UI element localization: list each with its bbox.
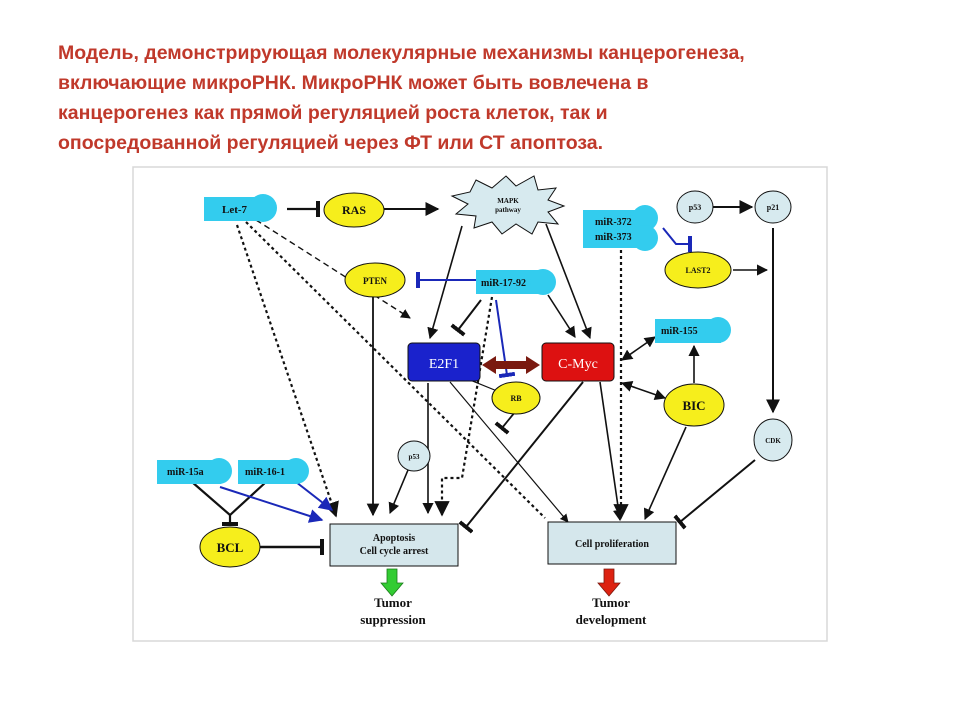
mir1792-label: miR-17-92 <box>481 278 526 289</box>
edge-mapk-e2f1 <box>427 225 463 340</box>
apoptosis-label-1: Apoptosis <box>373 533 415 544</box>
node-bcl: BCL <box>199 526 261 568</box>
cdk-label: CDK <box>765 437 781 445</box>
mir155-label: miR-155 <box>661 326 698 337</box>
p53-top-label: p53 <box>689 203 701 212</box>
node-cmyc: C-Myc <box>541 342 615 382</box>
edge-let7-ras-dashed <box>255 219 411 319</box>
node-mir372-373: miR-372 miR-373 <box>583 205 658 251</box>
dotted-edges <box>235 221 629 520</box>
p21-label: p21 <box>767 203 779 212</box>
node-last2: LAST2 <box>664 251 732 289</box>
edge-cmyc-bic <box>620 381 667 400</box>
last2-label: LAST2 <box>686 266 711 275</box>
mir373-label: miR-373 <box>595 232 632 243</box>
proliferation-label: Cell proliferation <box>575 539 649 550</box>
node-p21: p21 <box>754 190 792 224</box>
bic-label: BIC <box>682 398 705 413</box>
node-bic: BIC <box>663 383 725 427</box>
edge-e2f1-proliferation <box>449 381 569 523</box>
node-ras: RAS <box>323 192 385 228</box>
edge-let7-proliferation <box>245 221 546 519</box>
pten-label: PTEN <box>363 276 388 286</box>
edge-mir1792-cmyc <box>547 294 576 338</box>
title-line-3: канцерогенез как прямой регуляцией роста… <box>58 102 608 124</box>
title-line-2: включающие микроРНК. МикроРНК может быть… <box>58 72 649 94</box>
tumor-development-label-1: Tumor <box>592 595 630 610</box>
edges <box>191 200 780 555</box>
edge-mapk-cmyc <box>545 223 592 340</box>
node-cdk: CDK <box>753 418 793 462</box>
node-pten: PTEN <box>344 262 406 298</box>
mapk-label-2: pathway <box>495 206 521 214</box>
node-mir1792: miR-17-92 <box>476 269 556 295</box>
red-down-arrow <box>597 568 621 597</box>
cmyc-label: C-Myc <box>558 357 598 372</box>
edge-p53-apoptosis <box>388 469 409 515</box>
edge-rb-down <box>494 411 516 435</box>
edge-cmyc-mir155 <box>621 336 656 361</box>
edge-mir15a-apoptosis <box>219 486 324 523</box>
node-e2f1: E2F1 <box>407 342 481 382</box>
title-line-1: Модель, демонстрирующая молекулярные мех… <box>58 42 745 64</box>
node-mir155: miR-155 <box>655 317 731 343</box>
mir161-label: miR-16-1 <box>245 467 285 478</box>
edge-bic-proliferation <box>643 426 687 521</box>
mir372-label: miR-372 <box>595 217 632 228</box>
dashed-edges <box>255 219 411 319</box>
node-p53-mid: p53 <box>397 440 431 472</box>
title-line-4: опосредованной регуляцией через ФТ или С… <box>58 132 604 154</box>
green-down-arrow <box>380 568 404 597</box>
node-mir15a: miR-15a <box>157 458 232 484</box>
edge-mir1792-apoptosis <box>434 296 494 517</box>
node-mir161: miR-16-1 <box>238 458 309 484</box>
ras-label: RAS <box>342 203 366 217</box>
e2f1-cmyc-double-arrow <box>482 356 540 374</box>
edge-mir372-last2 <box>662 227 692 252</box>
node-let7: Let-7 <box>204 194 277 222</box>
apoptosis-label-2: Cell cycle arrest <box>360 546 429 557</box>
mir15a-label: miR-15a <box>167 467 204 478</box>
node-apoptosis-box: Apoptosis Cell cycle arrest <box>329 523 459 567</box>
node-rb: RB <box>491 381 541 415</box>
e2f1-label: E2F1 <box>429 357 459 372</box>
rb-label: RB <box>510 394 522 403</box>
tumor-suppression-label-1: Tumor <box>374 595 412 610</box>
node-p53-top: p53 <box>676 190 714 224</box>
bcl-label: BCL <box>217 540 244 555</box>
let7-label: Let-7 <box>222 204 248 216</box>
edge-cmyc-proliferation <box>599 381 625 522</box>
node-proliferation-box: Cell proliferation <box>547 521 677 565</box>
p53-mid-label: p53 <box>409 453 420 461</box>
tumor-development-label-2: development <box>576 612 647 627</box>
mapk-label-1: MAPK <box>497 197 519 205</box>
edge-cdk-proliferation <box>673 459 756 530</box>
tumor-suppression-label-2: suppression <box>360 612 426 627</box>
edge-mir1792-e2f1 <box>450 299 482 337</box>
edge-mir161-apoptosis <box>295 481 334 511</box>
slide-title: Модель, демонстрирующая молекулярные мех… <box>58 38 918 158</box>
edge-cmyc-apoptosis <box>458 381 584 534</box>
node-mapk-pathway: MAPK pathway <box>450 175 566 235</box>
